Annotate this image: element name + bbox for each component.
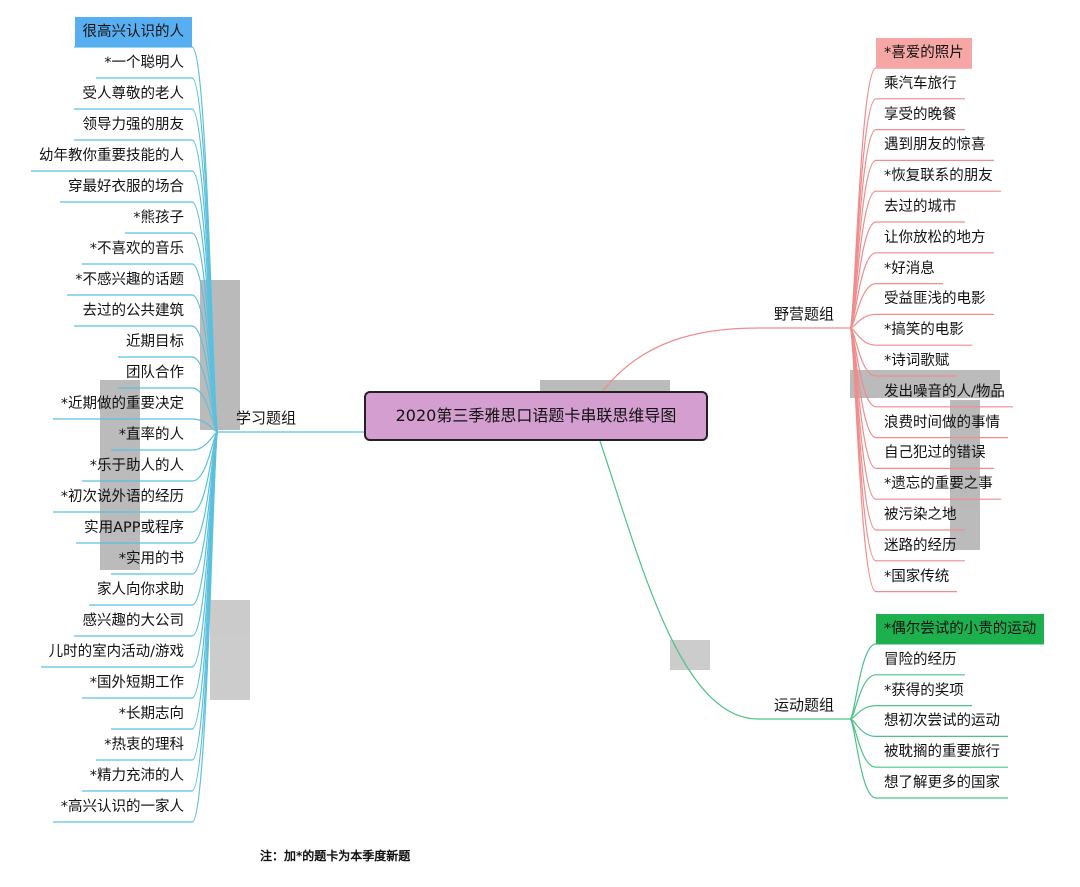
learn-topic-item[interactable]: *实用的书 [118,551,184,567]
learn-topic-item[interactable]: *乐于助人的人 [89,458,184,474]
branch-sport-link [599,440,759,720]
branch-camp-link [599,327,759,396]
footnote: 注：加*的题卡为本季度新题 [260,849,411,863]
camp-topic-item[interactable]: *恢复联系的朋友 [884,168,993,185]
central-topic[interactable]: 2020第三季雅思口语题卡串联思维导图 [364,391,708,441]
learn-topic-item[interactable]: 家人向你求助 [97,582,184,598]
leaf-connector [849,327,957,593]
learn-topic-item[interactable]: 受人尊敬的老人 [82,86,185,102]
camp-topic-item[interactable]: 自己犯过的错误 [884,445,986,462]
learn-topic-item[interactable]: 去过的公共建筑 [82,303,185,319]
camp-topic-item[interactable]: *搞笑的电影 [884,322,964,339]
leaf-connector [849,705,972,720]
branch-learn[interactable]: 学习题组 [236,409,297,427]
leaf-connector [849,283,943,329]
camp-topic-item[interactable]: 让你放松的地方 [884,229,986,246]
camp-topic-item[interactable]: 发出噪音的人/物品 [884,383,1005,400]
learn-topic-item[interactable]: *不喜欢的音乐 [89,241,184,257]
leaf-connector [849,718,1008,799]
camp-topic-item[interactable]: *好消息 [884,260,935,277]
leaf-connector [118,387,219,433]
learn-topic-item[interactable]: *高兴认识的一家人 [60,799,184,815]
leaf-connector [53,431,219,823]
learn-topic-item[interactable]: 领导力强的朋友 [82,117,185,133]
sport-topic-item[interactable]: *偶尔尝试的小贵的运动 [876,614,1045,644]
leaf-connector [111,431,219,451]
learn-topic-item[interactable]: *热衷的理科 [104,737,184,753]
learn-topic-item[interactable]: 实用APP或程序 [84,520,184,536]
leaf-connector [53,418,219,433]
learn-topic-item[interactable]: *国外短期工作 [89,675,184,691]
learn-topic-item[interactable]: 穿最好衣服的场合 [68,179,184,195]
leaf-connector [849,674,965,720]
leaf-connector [849,327,972,346]
sport-topic-item[interactable]: 冒险的经历 [884,651,957,668]
learn-topic-item[interactable]: *初次说外语的经历 [60,489,184,505]
camp-topic-item[interactable]: 受益匪浅的电影 [884,291,986,308]
camp-topic-item[interactable]: 迷路的经历 [884,537,957,554]
camp-topic-item[interactable]: *国家传统 [884,568,950,585]
sport-topic-item[interactable]: 想了解更多的国家 [884,775,1000,791]
learn-topic-item[interactable]: *近期做的重要决定 [60,396,184,412]
learn-topic-item[interactable]: *精力充沛的人 [89,768,184,784]
sport-topic-item[interactable]: 想初次尝试的运动 [884,713,1000,730]
camp-topic-item[interactable]: *喜爱的照片 [876,38,972,68]
branch-camp[interactable]: 野营题组 [774,305,835,323]
sport-topic-item[interactable]: *获得的奖项 [884,682,964,699]
learn-topic-item[interactable]: *熊孩子 [133,210,184,226]
learn-topic-item[interactable]: 团队合作 [126,365,184,381]
learn-topic-item[interactable]: *直率的人 [118,427,184,443]
camp-topic-item[interactable]: 乘汽车旅行 [884,75,957,92]
leaf-connector [849,313,994,329]
camp-topic-item[interactable]: 遇到朋友的惊喜 [884,137,986,154]
camp-topic-item[interactable]: *遗忘的重要之事 [884,476,993,493]
sport-topic-item[interactable]: 被耽搁的重要旅行 [884,744,1000,761]
learn-topic-item[interactable]: 儿时的室内活动/游戏 [48,644,184,660]
camp-topic-item[interactable]: 去过的城市 [884,199,957,215]
learn-topic-item[interactable]: 感兴趣的大公司 [82,613,185,629]
learn-topic-item[interactable]: *一个聪明人 [104,55,184,71]
learn-topic-item[interactable]: 很高兴认识的人 [74,17,192,47]
camp-topic-item[interactable]: 享受的晚餐 [884,106,957,123]
branch-sport[interactable]: 运动题组 [774,696,835,714]
learn-topic-item[interactable]: 近期目标 [126,334,184,350]
camp-topic-item[interactable]: 浪费时间做的事情 [884,414,1000,431]
camp-topic-item[interactable]: 被污染之地 [884,507,957,523]
leaf-connector [849,718,1008,737]
learn-topic-item[interactable]: *长期志向 [118,706,184,722]
learn-topic-item[interactable]: 幼年教你重要技能的人 [39,148,184,164]
camp-topic-item[interactable]: *诗词歌赋 [884,353,950,369]
learn-topic-item[interactable]: *不感兴趣的话题 [75,272,184,288]
